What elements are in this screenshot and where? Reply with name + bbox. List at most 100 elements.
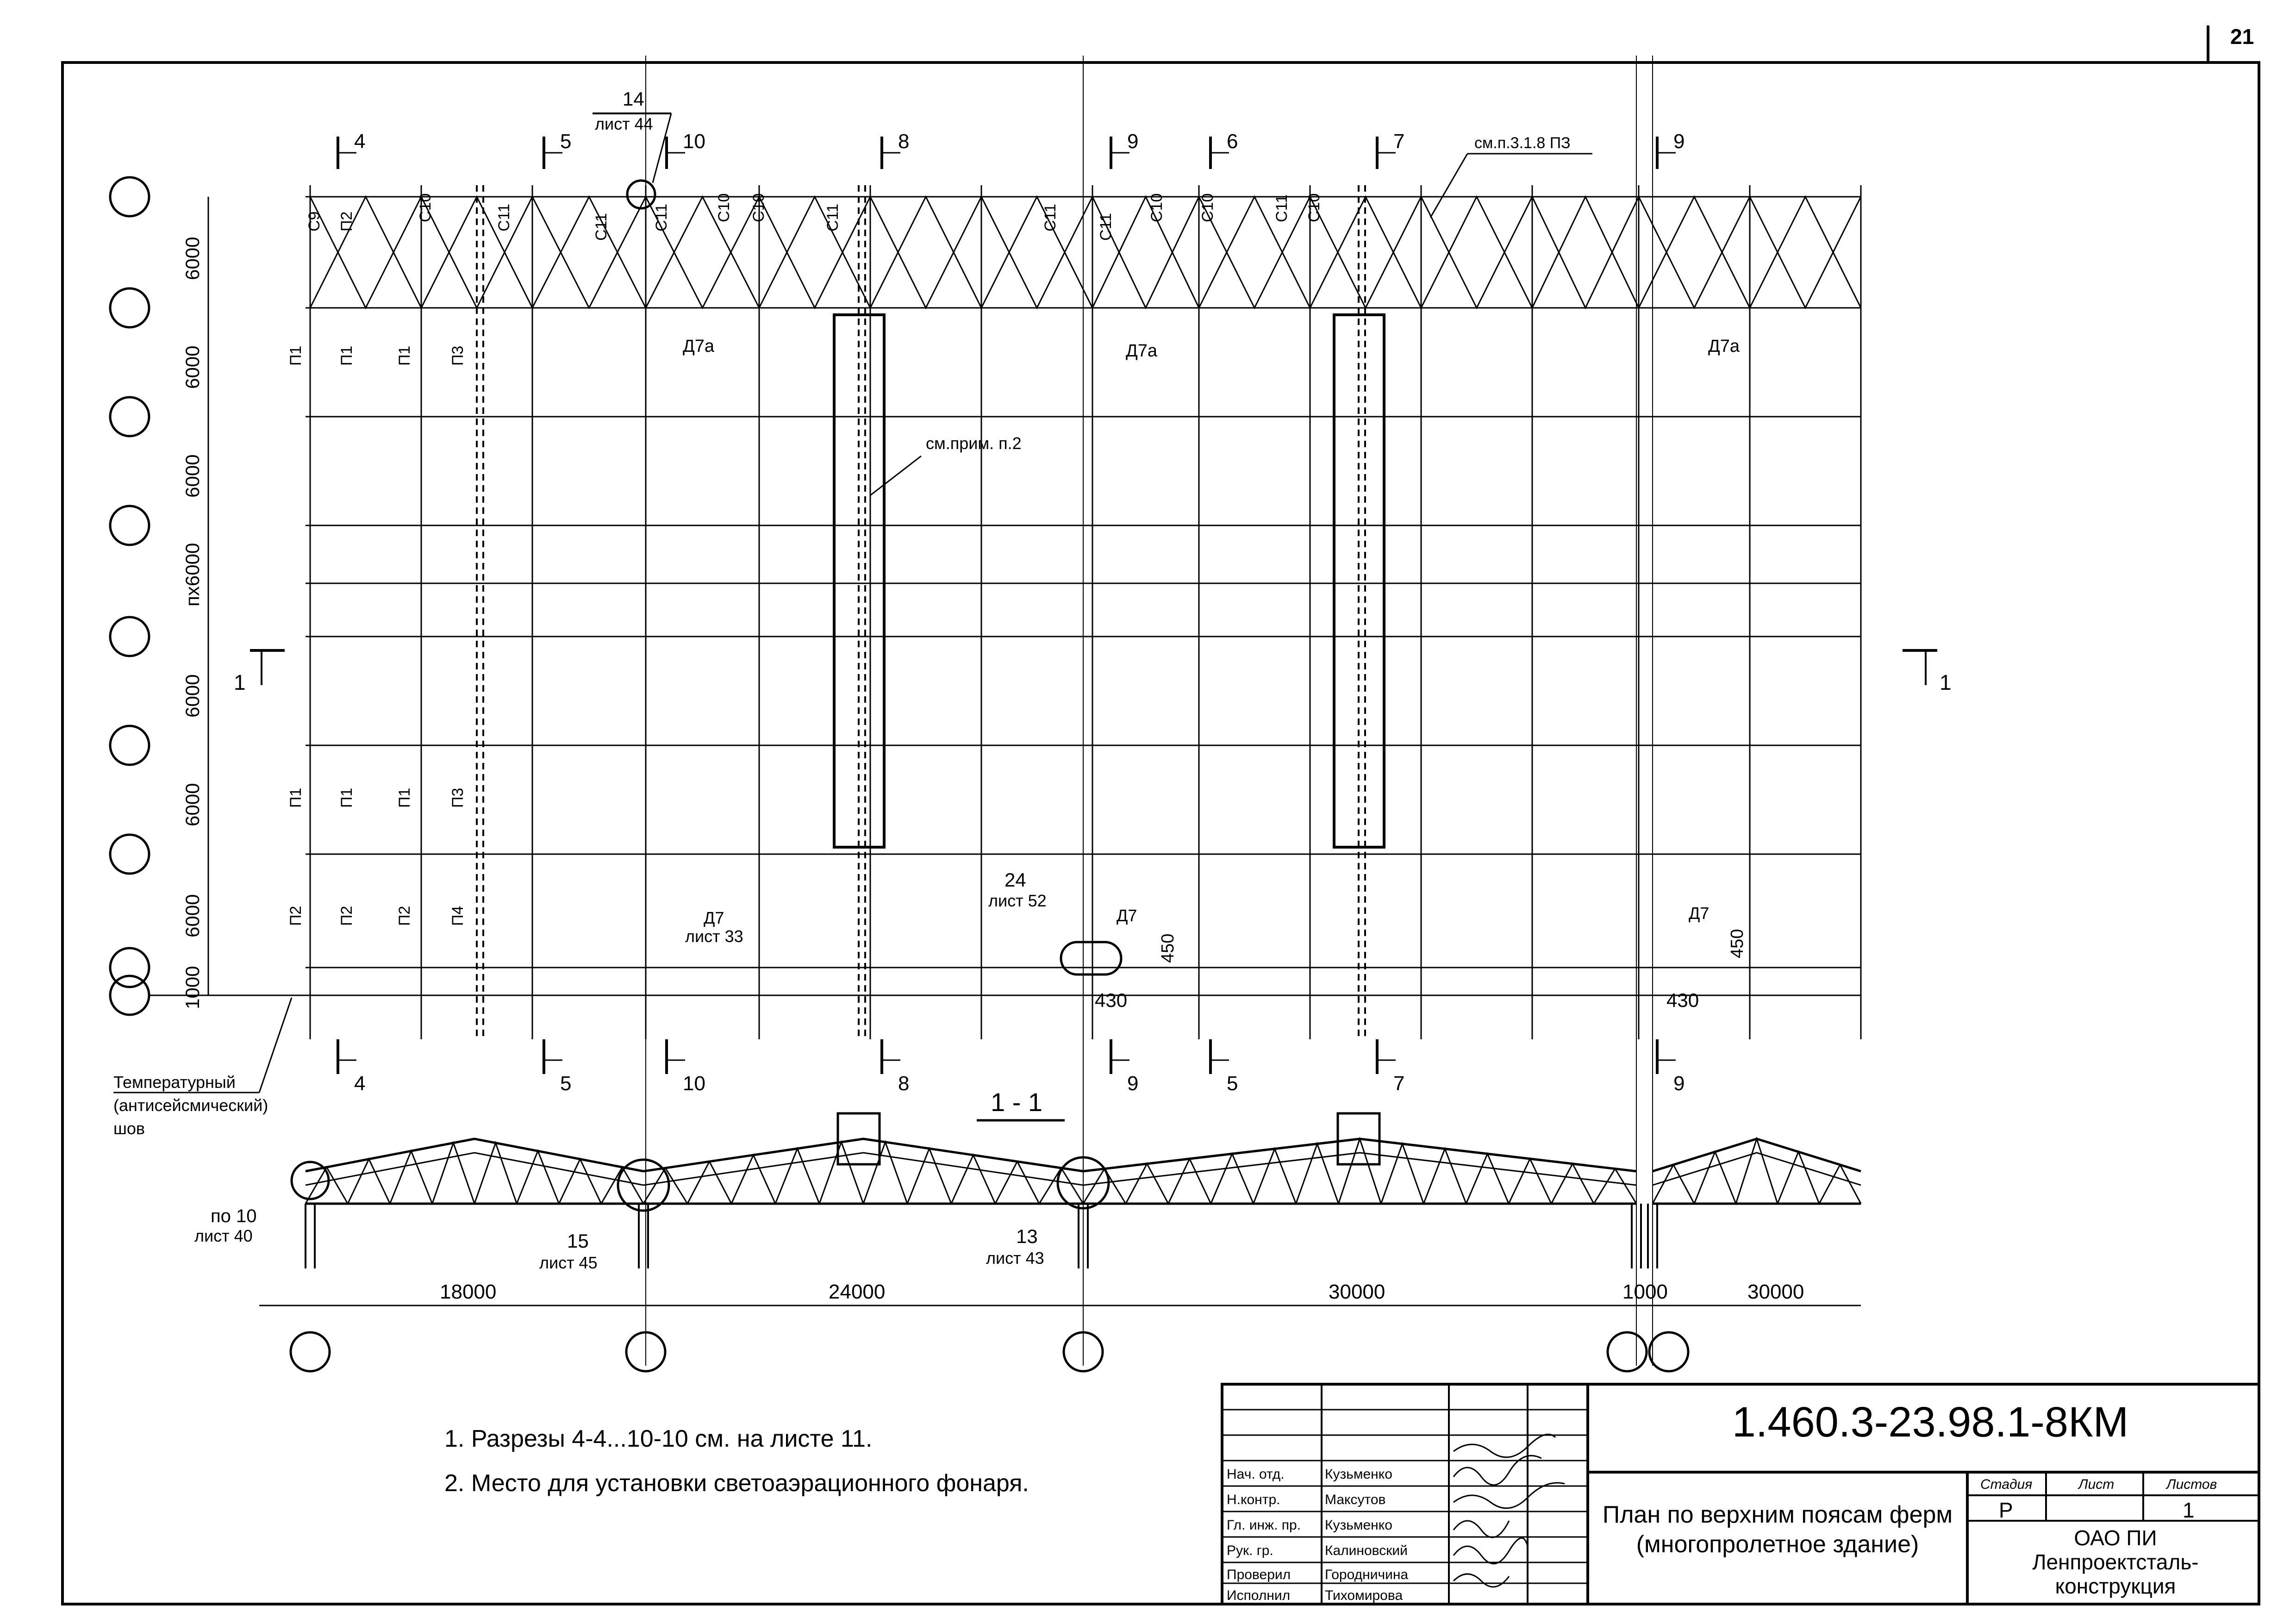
org-line-1: ОАО ПИ (2074, 1526, 2157, 1550)
cut-label-bottom: 7 (1393, 1072, 1404, 1095)
sheet-frame (61, 61, 2260, 1605)
cut-label-bottom: 9 (1127, 1072, 1138, 1095)
d7a-3: Д7а (1708, 337, 1740, 356)
span-dim-2: 24000 (829, 1280, 885, 1303)
cut-label-bottom: 8 (898, 1072, 909, 1095)
member-label: П1 (396, 346, 413, 366)
row-dimension: 6000 (181, 455, 203, 498)
note-2: 2. Место для установки светоаэрационного… (444, 1470, 1029, 1497)
signature-scribbles (1453, 1433, 1565, 1588)
sheets-value: 1 (2183, 1498, 2195, 1522)
member-label: П3 (449, 346, 467, 366)
member-label: П2 (338, 906, 356, 926)
member-label: С11 (593, 213, 610, 241)
dim-430-2: 430 (1666, 989, 1699, 1011)
row-dimension: 1000 (181, 966, 203, 1009)
member-label: С11 (495, 204, 513, 231)
member-label: П4 (449, 906, 467, 926)
cut-label-top: 6 (1227, 130, 1238, 153)
lantern-opening-2 (1333, 313, 1385, 849)
sheet-header: Лист (2078, 1477, 2115, 1492)
dim-450-1: 450 (1158, 934, 1178, 963)
cut-label-top: 10 (683, 130, 705, 153)
organization: ОАО ПИ Ленпроектсталь- конструкция (1972, 1526, 2259, 1598)
section-mark-left: 1 (234, 670, 246, 694)
drawing-title-line-2: (многопролетное здание) (1636, 1531, 1919, 1558)
role-5: Проверил (1227, 1567, 1291, 1582)
member-label: П1 (287, 788, 305, 808)
sheet-number: 21 (2230, 25, 2254, 49)
drawing-title: План по верхним поясам ферм (многопролет… (1592, 1500, 1963, 1559)
name-4: Калиновский (1325, 1543, 1408, 1558)
member-label: П1 (287, 346, 305, 366)
notes: 1. Разрезы 4-4...10-10 см. на листе 11. … (444, 1417, 1029, 1505)
callout-13-sheet: лист 43 (986, 1249, 1044, 1268)
org-line-2: Ленпроектсталь- (2032, 1550, 2199, 1574)
d7-1-sheet: лист 33 (685, 927, 743, 946)
stage-header: Стадия (1980, 1477, 2033, 1492)
row-axis-circle (109, 725, 150, 766)
note-ref: см.п.3.1.8 ПЗ (1474, 134, 1571, 152)
name-1: Кузьменко (1325, 1467, 1392, 1482)
role-1: Нач. отд. (1227, 1467, 1285, 1482)
cut-label-top: 8 (898, 130, 909, 153)
stage-value: Р (1999, 1498, 2013, 1522)
span-dim-4: 1000 (1622, 1280, 1668, 1303)
cut-label-top: 5 (560, 130, 571, 153)
member-label: П1 (396, 788, 413, 808)
role-2: Н.контр. (1227, 1492, 1280, 1507)
sheets-header: Листов (2166, 1477, 2217, 1492)
span-dim-3: 30000 (1329, 1280, 1385, 1303)
cut-label-top: 4 (354, 130, 365, 153)
cut-label-bottom: 10 (683, 1072, 705, 1095)
callout-24-sheet: лист 52 (988, 891, 1047, 910)
member-label: П3 (449, 788, 467, 808)
note-1: 1. Разрезы 4-4...10-10 см. на листе 11. (444, 1425, 873, 1452)
member-label: С11 (1273, 194, 1291, 222)
member-label: П1 (338, 346, 356, 366)
lantern-ref: см.прим. п.2 (926, 434, 1022, 453)
name-2: Максутов (1325, 1492, 1386, 1507)
column-axis-circle (625, 1331, 667, 1373)
name-6: Тихомирова (1325, 1588, 1403, 1603)
member-label: С9 (306, 212, 323, 231)
row-axis-circle (109, 176, 150, 218)
d7a-1: Д7а (683, 337, 715, 356)
row-dimension: 6000 (181, 783, 203, 826)
section-label: 1 - 1 (991, 1087, 1042, 1117)
row-axis-circle (109, 833, 150, 875)
row-dimension: 6000 (181, 346, 203, 389)
column-axis-circle (1062, 1331, 1104, 1373)
row-axes (109, 176, 1861, 1016)
joint-label-1: Температурный (113, 1073, 236, 1092)
callout-10: по 10 (211, 1206, 257, 1226)
column-axis-circle (289, 1331, 331, 1373)
d7-1: Д7 (704, 908, 724, 927)
section-mark-right: 1 (1940, 670, 1952, 694)
org-line-3: конструкция (2055, 1574, 2176, 1598)
row-axis-circle (109, 396, 150, 437)
row-axis-circle (109, 974, 150, 1016)
role-3: Гл. инж. пр. (1227, 1518, 1301, 1533)
cut-label-bottom: 5 (1227, 1072, 1238, 1095)
cut-label-top: 7 (1393, 130, 1404, 153)
row-dimension: 6000 (181, 237, 203, 280)
role-4: Рук. гр. (1227, 1543, 1273, 1558)
cut-label-bottom: 5 (560, 1072, 571, 1095)
cut-label-top: 9 (1127, 130, 1138, 153)
column-axis-circle (1648, 1331, 1690, 1373)
member-label: С11 (824, 204, 842, 231)
role-6: Исполнил (1227, 1588, 1291, 1603)
lantern-opening-1 (833, 313, 886, 849)
column-axis-circle (1606, 1331, 1648, 1373)
member-label: С10 (715, 194, 733, 222)
drawing-title-line-1: План по верхним поясам ферм (1602, 1501, 1953, 1528)
callout-13: 13 (1016, 1225, 1038, 1247)
joint-label-3: шов (113, 1119, 145, 1138)
d7-3: Д7 (1689, 904, 1709, 923)
column-axes (289, 1331, 1690, 1373)
row-dimension: 6000 (181, 675, 203, 718)
row-axis-circle (109, 287, 150, 329)
